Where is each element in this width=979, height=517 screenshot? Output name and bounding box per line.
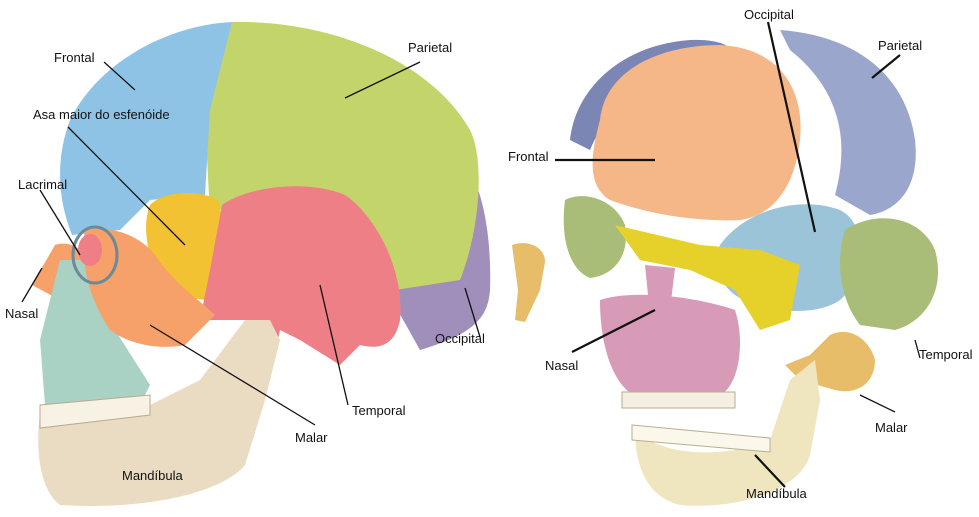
lateral-skull-view <box>32 22 490 506</box>
label-asa-maior-left: Asa maior do esfenóide <box>33 107 170 122</box>
malar-bone-right-a <box>512 243 545 322</box>
label-parietal-right: Parietal <box>878 38 922 53</box>
label-temporal-right: Temporal <box>919 347 973 362</box>
temporal-bone-right-b <box>840 218 938 330</box>
nasal-bone-right <box>600 295 740 398</box>
teeth-upper-right <box>622 392 735 408</box>
label-temporal-left: Temporal <box>352 403 406 418</box>
lacrimal-bone-left <box>78 234 102 266</box>
label-mandibula-left: Mandíbula <box>122 468 183 483</box>
label-mandibula-right: Mandíbula <box>746 486 807 501</box>
label-frontal-right: Frontal <box>508 149 549 164</box>
label-parietal-left: Parietal <box>408 40 452 55</box>
label-malar-left: Malar <box>295 430 328 445</box>
label-malar-right: Malar <box>875 420 908 435</box>
temporal-bone-right-a <box>564 196 626 278</box>
label-nasal-right: Nasal <box>545 358 578 373</box>
label-frontal-left: Frontal <box>54 50 95 65</box>
label-nasal-left: Nasal <box>5 306 38 321</box>
label-lacrimal-left: Lacrimal <box>18 177 67 192</box>
label-occipital-left: Occipital <box>435 331 485 346</box>
label-occipital-right: Occipital <box>744 7 794 22</box>
